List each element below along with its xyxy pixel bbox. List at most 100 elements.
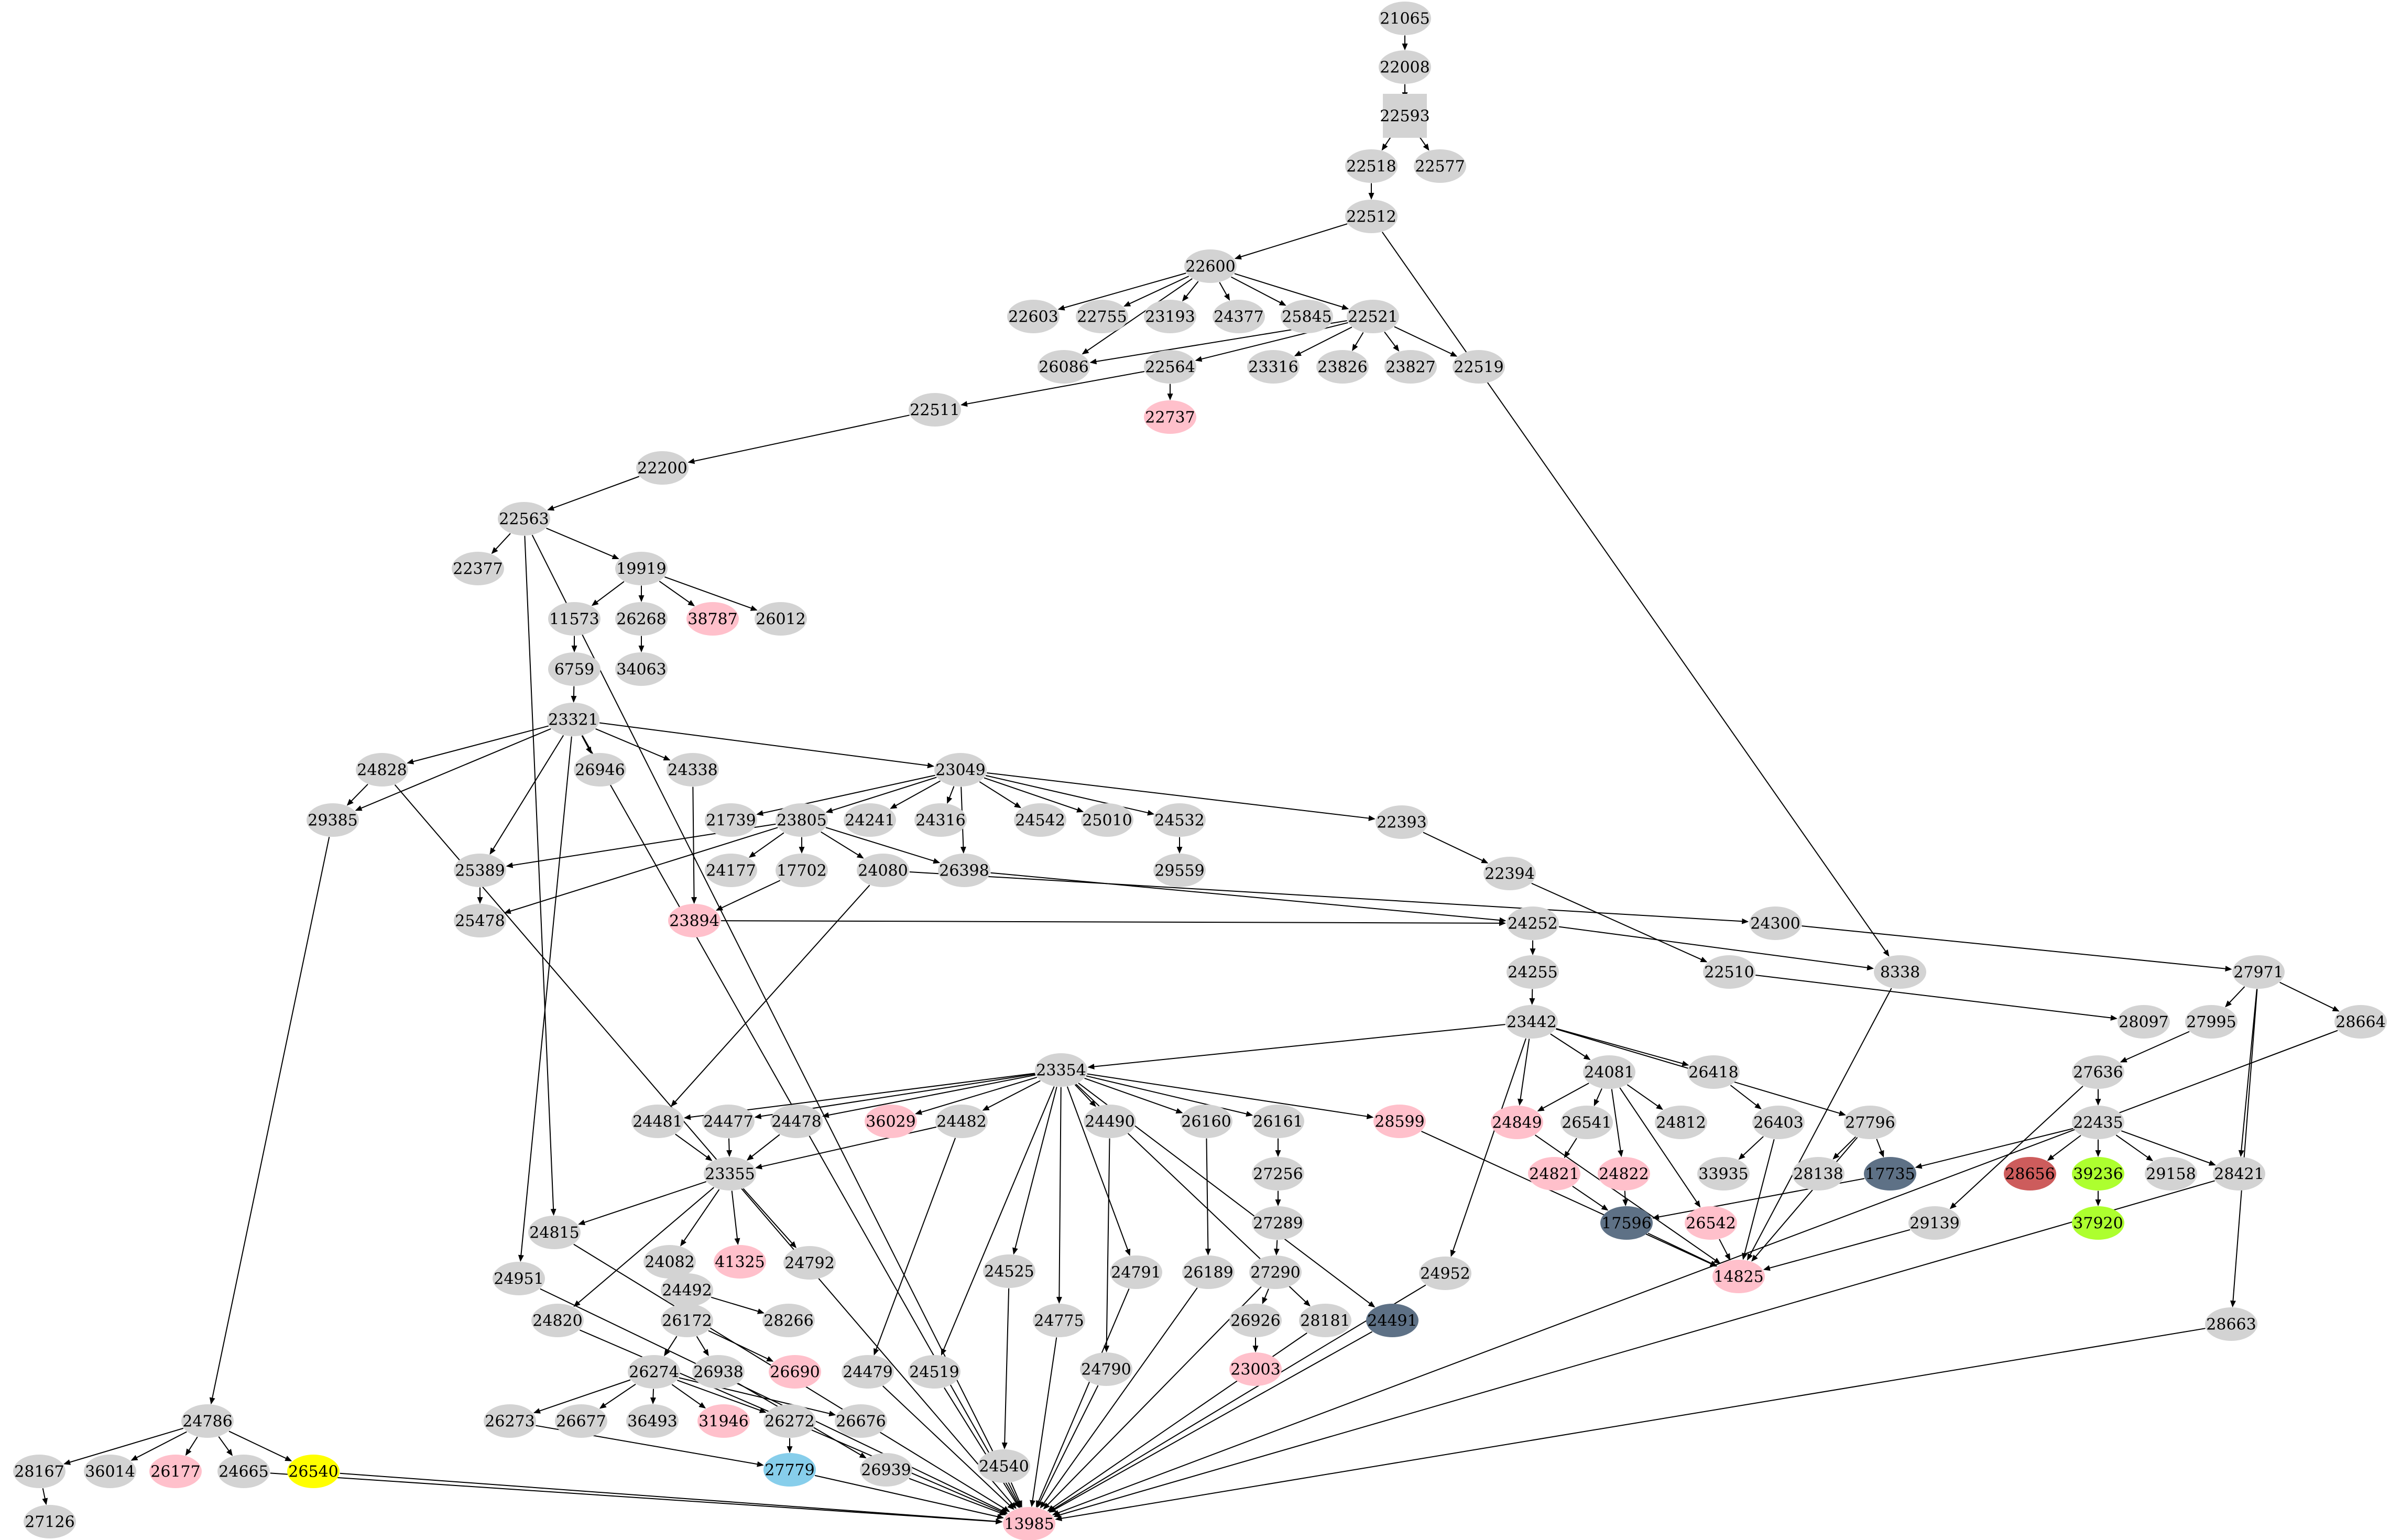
node-shape-24479 [842, 1355, 894, 1389]
node-24952: 24952 [1419, 1257, 1471, 1290]
node-label-36014: 36014 [85, 1463, 135, 1481]
node-label-24477: 24477 [703, 1113, 753, 1131]
node-label-24252: 24252 [1508, 915, 1557, 933]
node-label-24479: 24479 [843, 1363, 892, 1382]
node-shape-24951 [493, 1262, 545, 1295]
node-label-25389: 25389 [455, 862, 505, 880]
edge-26541-24821 [1564, 1138, 1577, 1159]
node-shape-22563 [498, 502, 550, 536]
edge-23049-25010 [984, 777, 1084, 813]
node-label-21065: 21065 [1380, 10, 1429, 28]
edge-23355-24792 [743, 1188, 797, 1249]
node-shape-22577 [1414, 149, 1466, 183]
edge-26172-26690 [708, 1330, 774, 1362]
node-shape-26172 [661, 1304, 713, 1337]
node-27289: 27289 [1252, 1206, 1304, 1240]
node-shape-26418 [1687, 1055, 1740, 1089]
node-shape-26272 [763, 1404, 816, 1438]
node-label-26938: 26938 [693, 1363, 743, 1382]
node-label-24491: 24491 [1367, 1312, 1417, 1330]
node-24849: 24849 [1491, 1106, 1543, 1139]
edge-23355-24082 [680, 1189, 720, 1247]
node-26012: 26012 [755, 602, 807, 636]
edge-23321-29385 [355, 728, 551, 811]
node-shape-14825 [1712, 1260, 1765, 1293]
edge-24081-24812 [1627, 1084, 1663, 1110]
node-shape-27289 [1252, 1206, 1304, 1240]
node-label-24542: 24542 [1015, 812, 1065, 830]
edge-22600-22755 [1123, 276, 1189, 307]
node-22519: 22519 [1453, 350, 1505, 384]
node-22008: 22008 [1379, 50, 1431, 84]
node-label-24080: 24080 [858, 862, 908, 880]
node-26403: 26403 [1752, 1106, 1805, 1139]
node-label-28266: 28266 [763, 1312, 813, 1330]
edge-24821-17596 [1572, 1185, 1609, 1211]
edge-24790-13985 [1037, 1385, 1099, 1508]
node-label-24665: 24665 [219, 1463, 268, 1481]
node-label-27126: 27126 [25, 1513, 74, 1532]
node-19919: 19919 [615, 552, 668, 585]
node-24481: 24481 [631, 1105, 684, 1138]
node-28167: 28167 [13, 1455, 66, 1488]
node-label-34063: 34063 [616, 661, 666, 679]
node-shape-39236 [2072, 1157, 2124, 1191]
node-label-26012: 26012 [756, 610, 805, 629]
node-24082: 24082 [643, 1245, 696, 1279]
edge-22435-29158 [2115, 1134, 2154, 1162]
node-shape-29158 [2145, 1157, 2197, 1191]
node-shape-26189 [1182, 1255, 1235, 1289]
edge-22600-23193 [1182, 281, 1199, 302]
node-label-26273: 26273 [485, 1413, 534, 1431]
node-24255: 24255 [1507, 955, 1559, 989]
node-28421: 28421 [2213, 1157, 2265, 1191]
edge-24828-13985 [394, 784, 1017, 1509]
node-shape-24519 [908, 1355, 961, 1389]
edge-23805-26398 [825, 827, 941, 864]
node-24540: 24540 [978, 1449, 1030, 1483]
node-label-22593: 22593 [1380, 107, 1429, 126]
node-24786: 24786 [181, 1404, 234, 1438]
node-label-26540: 26540 [288, 1463, 338, 1481]
node-label-26403: 26403 [1753, 1114, 1803, 1132]
node-label-28599: 28599 [1374, 1113, 1424, 1131]
node-24815: 24815 [528, 1216, 581, 1249]
edge-27971-27995 [2225, 986, 2245, 1008]
edge-28599-14825 [1421, 1131, 1717, 1267]
node-shape-23442 [1505, 1005, 1558, 1039]
node-label-22435: 22435 [2073, 1114, 2123, 1132]
edge-24492-28266 [711, 1296, 765, 1314]
node-22737: 22737 [1144, 400, 1196, 434]
node-shape-25389 [454, 854, 506, 887]
edge-26274-26272 [677, 1380, 767, 1413]
edge-23354-24791 [1066, 1086, 1131, 1256]
edge-26939-13985 [909, 1478, 1007, 1516]
node-shape-23321 [547, 703, 599, 736]
node-24492: 24492 [661, 1273, 713, 1307]
node-shape-24300 [1749, 906, 1802, 940]
node-23827: 23827 [1384, 350, 1437, 384]
node-label-23442: 23442 [1507, 1013, 1556, 1032]
node-shape-24177 [705, 854, 757, 887]
node-27126: 27126 [24, 1505, 76, 1538]
node-label-27796: 27796 [1845, 1114, 1895, 1132]
node-shape-23826 [1316, 350, 1369, 384]
edge-22521-22519 [1394, 326, 1458, 357]
node-23805: 23805 [776, 803, 828, 837]
node-shape-24786 [181, 1404, 234, 1438]
node-shape-27971 [2232, 955, 2285, 989]
node-38787: 38787 [686, 602, 739, 636]
node-23193: 23193 [1144, 300, 1196, 333]
edge-19919-11573 [591, 581, 625, 606]
node-label-23321: 23321 [548, 711, 598, 729]
node-shape-36493 [626, 1404, 679, 1438]
node-label-22377: 22377 [453, 560, 503, 578]
node-shape-13985 [1003, 1507, 1055, 1540]
node-label-19919: 19919 [616, 560, 666, 578]
node-label-29559: 29559 [1154, 862, 1204, 880]
node-23049: 23049 [934, 753, 987, 787]
node-label-29139: 29139 [1909, 1215, 1959, 1233]
node-shape-26540 [287, 1455, 340, 1488]
node-label-22521: 22521 [1348, 308, 1398, 326]
